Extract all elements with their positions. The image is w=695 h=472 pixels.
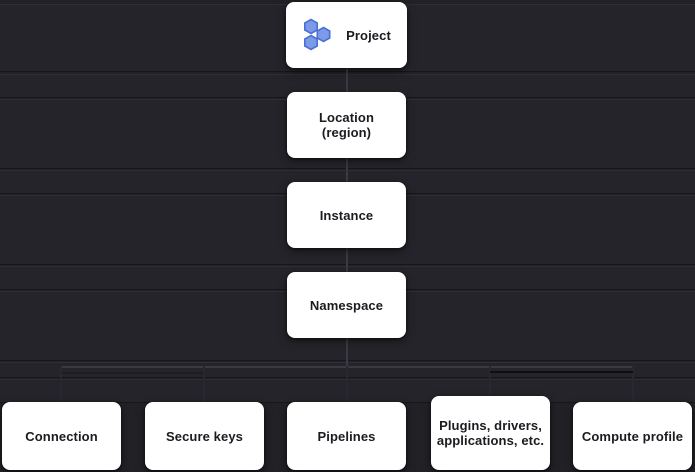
node-compute-profile[interactable]: Compute profile bbox=[573, 402, 692, 470]
node-connection[interactable]: Connection bbox=[2, 402, 121, 470]
node-instance-label: Instance bbox=[319, 207, 374, 223]
node-namespace-label: Namespace bbox=[309, 297, 384, 313]
connector-bus-shadow bbox=[62, 372, 203, 374]
node-location-label: Location (region) bbox=[319, 110, 374, 140]
connector-drop-pipelines bbox=[346, 366, 348, 402]
node-pipelines-label: Pipelines bbox=[317, 428, 376, 444]
connector-drop-compute-profile bbox=[632, 366, 634, 402]
node-compute-profile-label: Compute profile bbox=[581, 428, 684, 444]
connector-project-location bbox=[346, 68, 348, 92]
connector-drop-connection bbox=[60, 366, 62, 402]
node-secure-keys[interactable]: Secure keys bbox=[145, 402, 264, 470]
node-plugins[interactable]: Plugins, drivers, applications, etc. bbox=[431, 396, 550, 470]
connector-location-instance bbox=[346, 158, 348, 182]
node-connection-label: Connection bbox=[25, 428, 98, 444]
background-band bbox=[0, 362, 695, 378]
background-band bbox=[0, 379, 695, 403]
node-location[interactable]: Location (region) bbox=[287, 92, 406, 158]
node-plugins-label: Plugins, drivers, applications, etc. bbox=[436, 418, 545, 448]
node-pipelines[interactable]: Pipelines bbox=[287, 402, 406, 470]
connector-namespace-branch bbox=[346, 338, 348, 366]
connector-branch-bus bbox=[60, 366, 634, 368]
node-secure-keys-label: Secure keys bbox=[166, 428, 243, 444]
hexagon-cluster-icon bbox=[304, 18, 331, 51]
connector-bus-shadow bbox=[490, 371, 633, 373]
node-instance[interactable]: Instance bbox=[287, 182, 406, 248]
node-namespace[interactable]: Namespace bbox=[287, 272, 406, 338]
node-project[interactable]: Project bbox=[286, 2, 407, 68]
connector-drop-secure-keys bbox=[203, 366, 205, 402]
connector-instance-namespace bbox=[346, 248, 348, 272]
node-project-label: Project bbox=[346, 27, 391, 43]
